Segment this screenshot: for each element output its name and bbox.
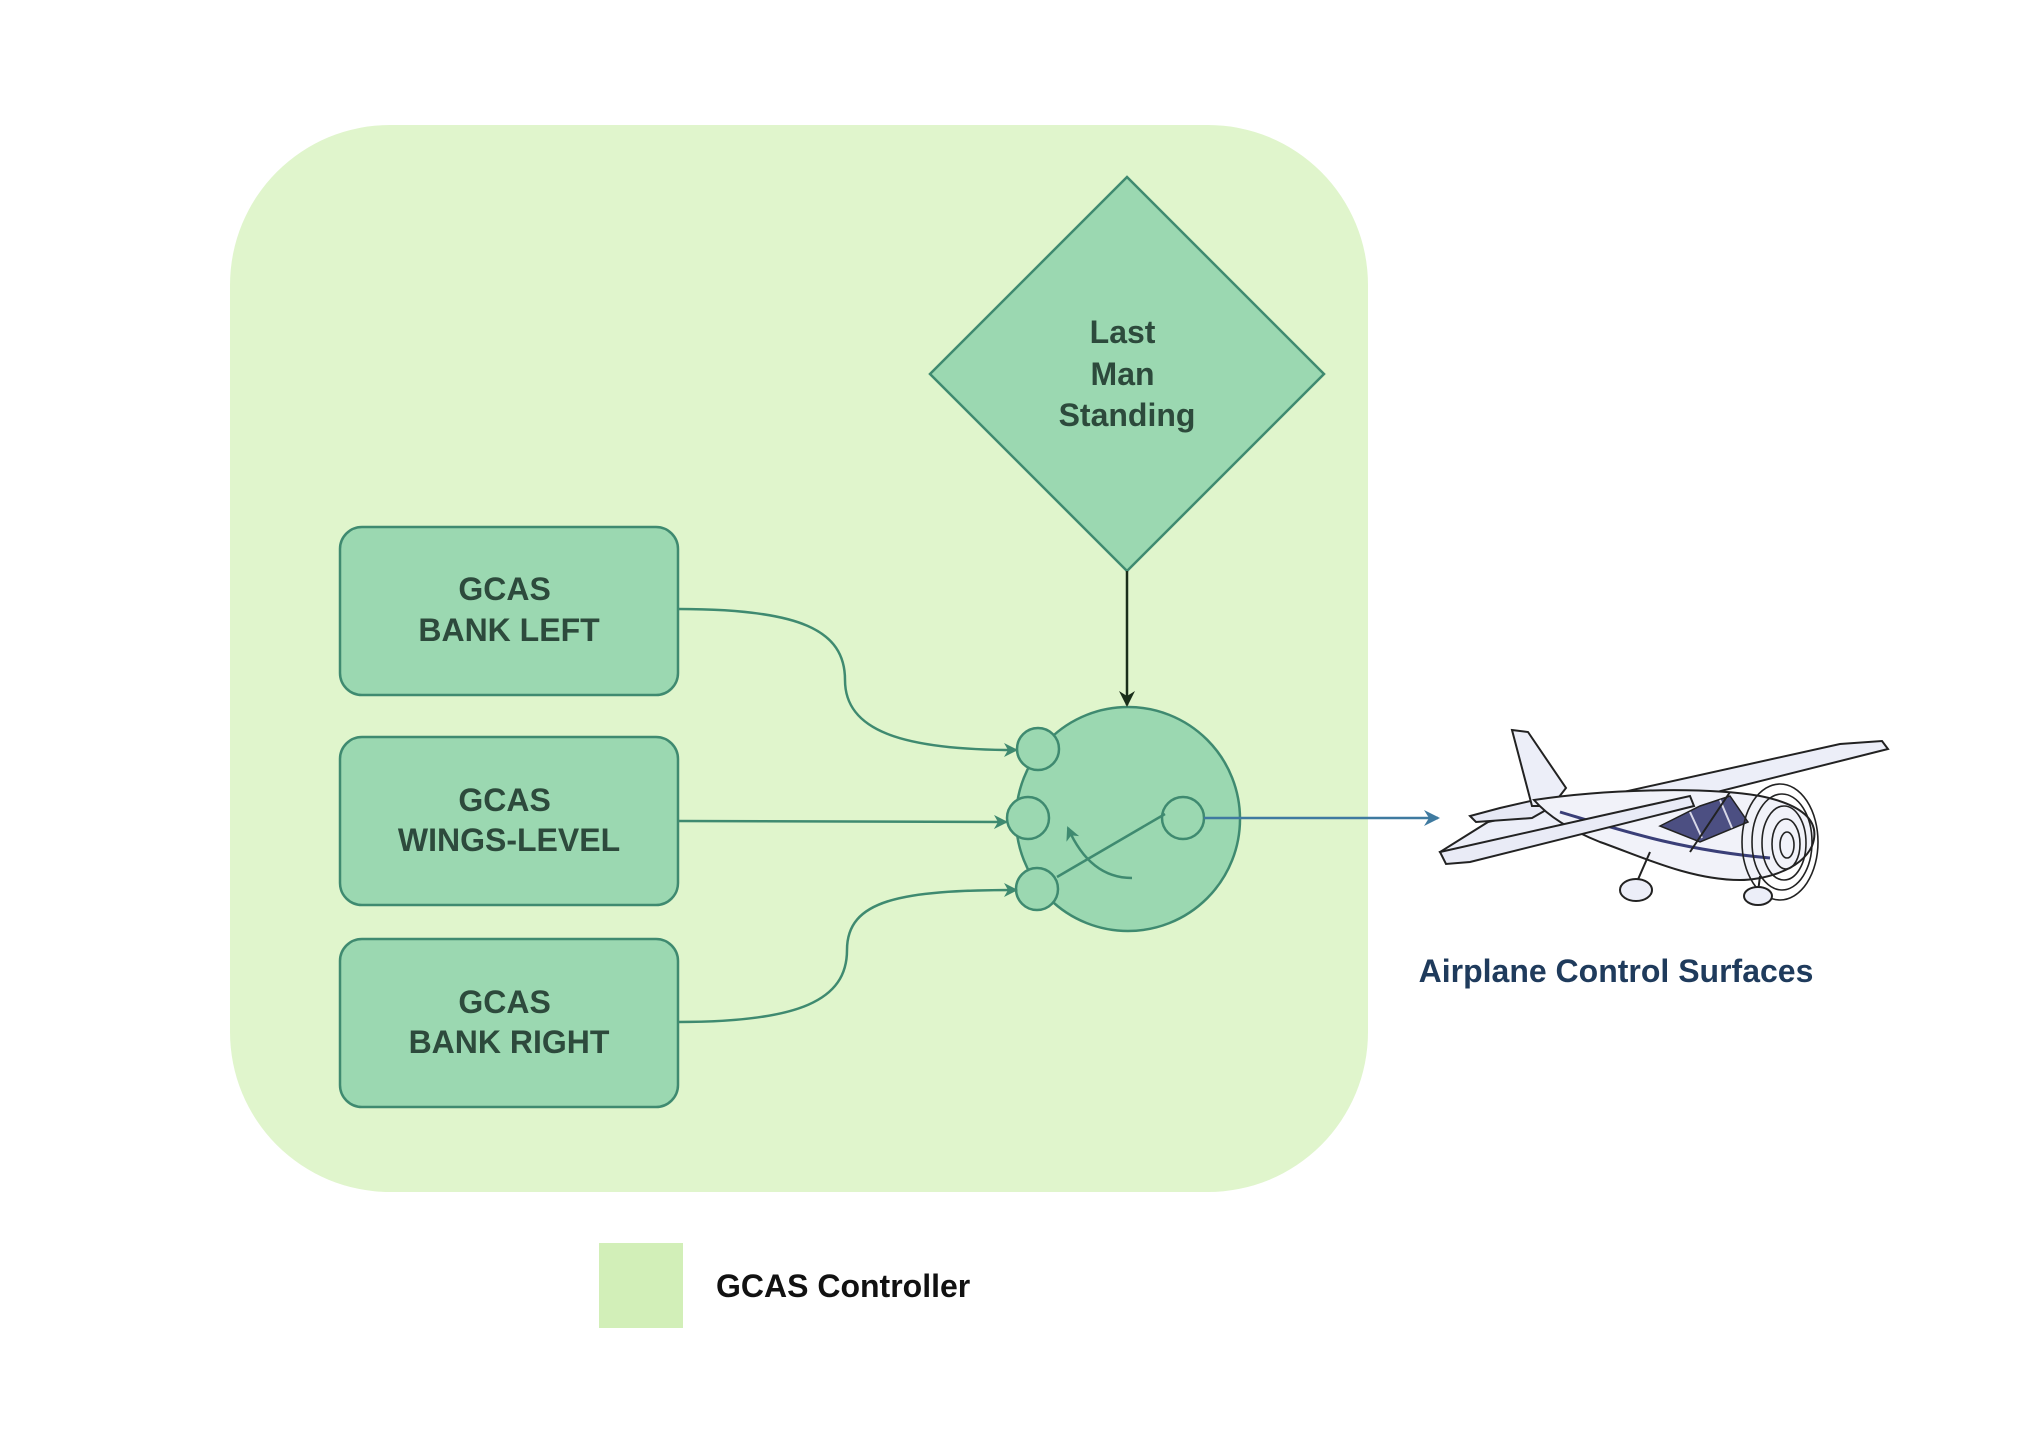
edge-bank-right-to-switch: [677, 883, 1018, 1024]
switch-input-port-right: [1014, 866, 1060, 912]
switch-input-port-left: [1015, 726, 1061, 772]
legend-swatch: [599, 1243, 683, 1328]
edge-wings-level-to-switch: [677, 814, 1008, 829]
switch-selector[interactable]: [1005, 705, 1242, 933]
gcas-bank-left-node[interactable]: GCAS BANK LEFT: [338, 525, 680, 697]
gcas-bank-right-label: GCAS BANK RIGHT: [409, 984, 610, 1060]
gcas-wings-level-label: GCAS WINGS-LEVEL: [398, 782, 620, 858]
last-man-standing-label: Last Man Standing: [1059, 314, 1196, 433]
legend-label: GCAS Controller: [716, 1268, 970, 1304]
switch-output-port: [1160, 795, 1206, 841]
switch-input-port-level: [1005, 795, 1051, 841]
gcas-bank-left-label: GCAS BANK LEFT: [418, 571, 600, 648]
gcas-wings-level-node[interactable]: GCAS WINGS-LEVEL: [338, 735, 680, 907]
switch-rotation-arrow: [1066, 826, 1133, 880]
last-man-standing-node[interactable]: Last Man Standing: [928, 175, 1326, 573]
gcas-bank-right-node[interactable]: GCAS BANK RIGHT: [338, 937, 680, 1109]
airplane-icon: [1438, 728, 1890, 906]
switch-blade: [1056, 812, 1166, 879]
airplane-label: Airplane Control Surfaces: [1419, 953, 1814, 989]
edge-bank-left-to-switch: [677, 607, 1018, 757]
